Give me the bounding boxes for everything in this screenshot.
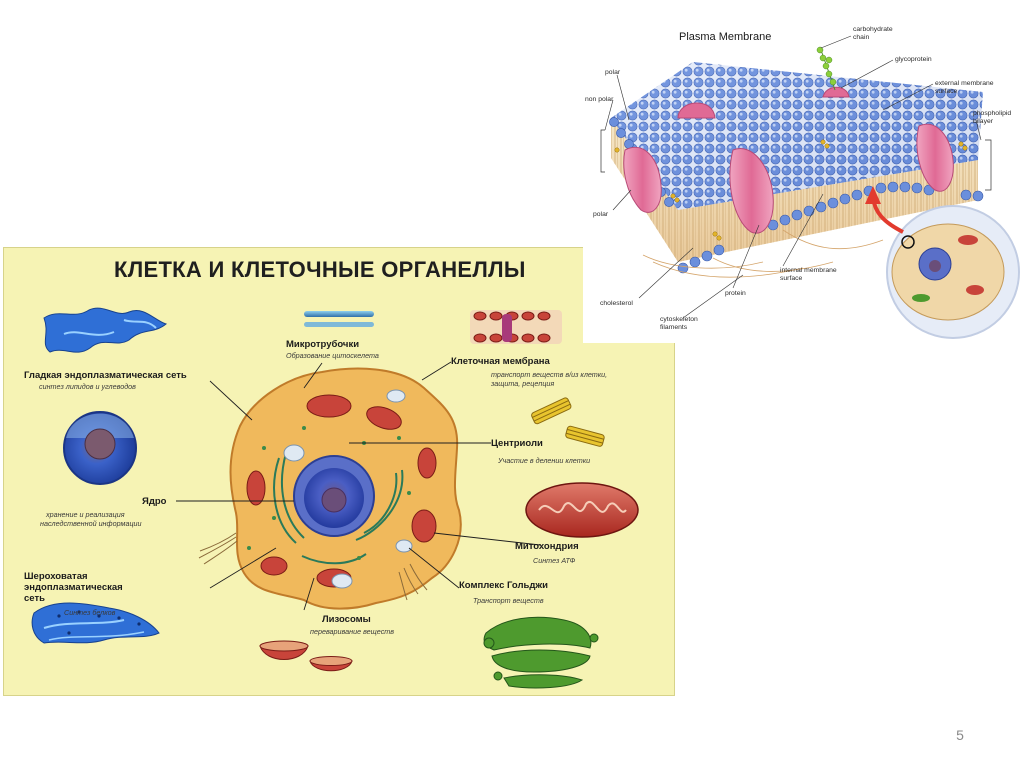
nucleolus [321, 487, 347, 513]
label-rough-er-1: Шероховатая [24, 571, 88, 582]
cholesterol-molecules [614, 139, 968, 241]
membrane-pointer-lines [604, 35, 982, 319]
rough-er-in-cell [273, 452, 404, 565]
label-rough-er-2: эндоплазматическая [24, 582, 123, 593]
label-phospholipid-1: phospholipid [973, 110, 1012, 117]
desc-golgi: Транспорт веществ [473, 596, 544, 605]
rough-er-illustration [31, 602, 160, 644]
plasma-membrane-figure: Plasma Membrane carbohydrate chain glyco… [583, 0, 1024, 343]
animal-cell-illustration [198, 367, 462, 610]
golgi-illustration [483, 616, 599, 689]
peripheral-protein [677, 102, 716, 119]
pointer-lines [176, 361, 541, 611]
label-carbohydrate-1: carbohydrate [853, 26, 893, 33]
desc-lysosomes: переваривание веществ [310, 627, 395, 636]
membrane-proteins [623, 86, 954, 234]
cilia [198, 532, 428, 601]
label-internal-2: surface [780, 275, 803, 282]
label-golgi: Комплекс Гольджи [459, 580, 548, 591]
desc-rough-er: Синтез белков [64, 608, 116, 617]
label-glycoprotein: glycoprotein [895, 56, 932, 63]
cell-membrane-illustration [470, 310, 562, 344]
cell-organelles-poster: КЛЕТКА И КЛЕТОЧНЫЕ ОРГАНЕЛЛЫ Микротрубоч… [3, 247, 675, 696]
membrane-title: Plasma Membrane [679, 31, 772, 43]
label-cholesterol: cholesterol [600, 300, 633, 307]
label-mitochondria: Митохондрия [515, 541, 579, 552]
plasma-membrane-illustration [600, 35, 1020, 339]
poster-title: КЛЕТКА И КЛЕТОЧНЫЕ ОРГАНЕЛЛЫ [114, 257, 526, 282]
label-external-2: surface [935, 88, 958, 95]
label-smooth-er: Гладкая эндоплазматическая сеть [24, 370, 187, 381]
nucleus-illustration [63, 411, 137, 485]
cytoskeleton-filaments [642, 229, 884, 278]
label-lysosomes: Лизосомы [322, 614, 371, 625]
mitochondrion-illustration [525, 482, 639, 538]
label-cytoskeleton-2: filaments [660, 324, 688, 331]
label-non-polar: non polar [585, 96, 614, 103]
slide-page-number: 5 [956, 727, 964, 743]
vacuoles [283, 389, 413, 589]
ribosomes [247, 426, 411, 560]
desc-centrioles: Участие в делении клетки [498, 456, 591, 465]
label-phospholipid-2: bilayer [973, 118, 994, 125]
microtubules-illustration [304, 311, 374, 327]
centrioles-illustration [531, 397, 605, 447]
label-cytoskeleton-1: cytoskeleton [660, 316, 698, 323]
label-external-1: external membrane [935, 80, 994, 87]
label-polar-bottom: polar [593, 211, 609, 218]
bilayer-brackets [600, 129, 992, 191]
label-internal-1: internal membrane [780, 267, 837, 274]
carbohydrate-chain [816, 46, 837, 91]
label-microtubules: Микротрубочки [286, 339, 360, 350]
desc-cell-membrane-1: транспорт веществ в/из клетки, [491, 370, 608, 379]
cell-inset [886, 205, 1020, 339]
label-polar-top: polar [605, 69, 621, 76]
label-nucleus: Ядро [142, 496, 167, 507]
smooth-er-illustration [43, 307, 168, 353]
poster-illustration [31, 307, 639, 689]
label-cell-membrane: Клеточная мембрана [451, 356, 550, 367]
phospholipid-bilayer [609, 62, 984, 274]
desc-nucleus-1: хранение и реализация [46, 510, 125, 519]
label-centrioles: Центриоли [491, 438, 543, 449]
desc-cell-membrane-2: защита, рецепция [491, 379, 555, 388]
desc-microtubules: Образование цитоскелета [286, 351, 379, 360]
label-protein: protein [725, 290, 746, 297]
label-carbohydrate-2: chain [853, 34, 870, 41]
label-rough-er-3: сеть [24, 593, 45, 604]
desc-mitochondria: Синтез АТФ [533, 556, 576, 565]
desc-smooth-er: синтез липидов и углеводов [39, 382, 136, 391]
desc-nucleus-2: наследственной информации [40, 519, 142, 528]
zoom-arrow-head [865, 186, 881, 204]
lysosomes-illustration [259, 640, 353, 672]
